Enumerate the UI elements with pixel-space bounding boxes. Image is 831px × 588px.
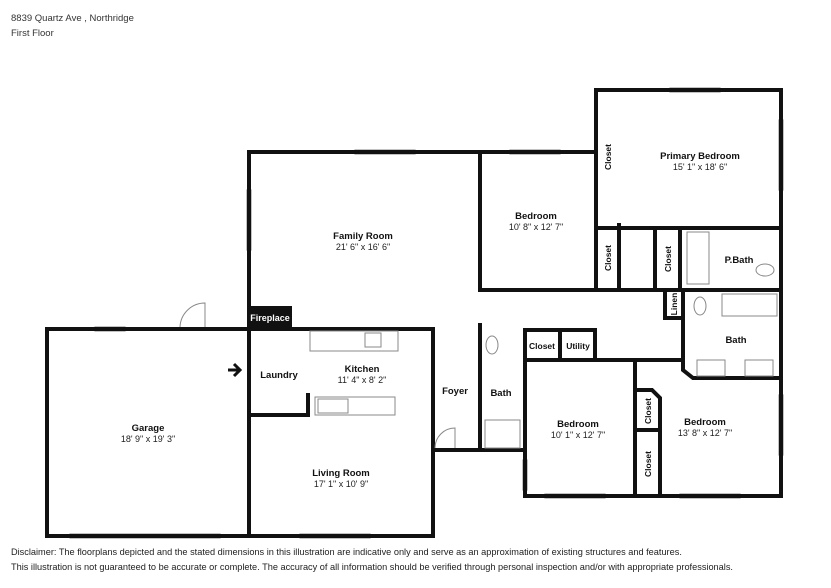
- closet-hall-label: Closet: [529, 341, 555, 351]
- primary-bedroom-name: Primary Bedroom: [660, 151, 740, 162]
- bath-right-label: Bath: [725, 335, 746, 346]
- shower-icon: [484, 419, 521, 449]
- disclaimer-line-1: Disclaimer: The floorplans depicted and …: [11, 547, 682, 557]
- bedroom-right-dims: 13' 8" x 12' 7": [678, 428, 732, 438]
- bathtub-icon: [686, 231, 710, 285]
- stove-icon: [317, 398, 349, 414]
- toilet-icon: [755, 263, 775, 277]
- kitchen-sink-icon: [364, 332, 382, 348]
- primary-bedroom-dims: 15' 1" x 18' 6": [673, 162, 727, 172]
- kitchen-name: Kitchen: [345, 364, 380, 375]
- door-swing: [179, 302, 206, 328]
- fireplace-label: Fireplace: [250, 313, 290, 323]
- p-bath-label: P.Bath: [725, 255, 754, 266]
- bedroom-mid-name: Bedroom: [557, 419, 599, 430]
- sink-icon: [696, 359, 726, 377]
- closet-pbath-label: Closet: [663, 246, 673, 272]
- closet-right-upper-label: Closet: [643, 398, 653, 424]
- floor-label: First Floor: [11, 28, 54, 39]
- garage-dims: 18' 9" x 19' 3": [121, 434, 175, 444]
- bedroom-mid-dims: 10' 1" x 12' 7": [551, 430, 605, 440]
- garage-name: Garage: [132, 423, 165, 434]
- bedroom-top-dims: 10' 8" x 12' 7": [509, 222, 563, 232]
- closet-primary-label: Closet: [603, 144, 613, 170]
- door-swing: [434, 427, 456, 449]
- walls: [45, 88, 783, 538]
- closet-bedroom-label: Closet: [603, 245, 613, 271]
- closet-right-lower-label: Closet: [643, 451, 653, 477]
- living-room-dims: 17' 1" x 10' 9": [314, 479, 368, 489]
- fireplace: [249, 306, 292, 327]
- utility-label: Utility: [566, 341, 590, 351]
- bath-small-label: Bath: [490, 388, 511, 399]
- family-room-dims: 21' 6" x 16' 6": [336, 242, 390, 252]
- kitchen-dims: 11' 4" x 8' 2": [338, 375, 387, 385]
- toilet-icon: [693, 296, 707, 316]
- laundry-label: Laundry: [260, 370, 298, 381]
- address: 8839 Quartz Ave , Northridge: [11, 13, 134, 24]
- bedroom-top-name: Bedroom: [515, 211, 557, 222]
- foyer-label: Foyer: [442, 386, 468, 397]
- sink-icon: [744, 359, 774, 377]
- entry-arrow-icon: [228, 362, 243, 378]
- bathtub-icon: [721, 293, 778, 317]
- family-room-name: Family Room: [333, 231, 393, 242]
- bedroom-right-name: Bedroom: [684, 417, 726, 428]
- living-room-name: Living Room: [312, 468, 370, 479]
- disclaimer-line-2: This illustration is not guaranteed to b…: [11, 562, 733, 572]
- fixtures: [179, 231, 778, 449]
- linen-label: Linen: [669, 293, 679, 316]
- toilet-icon: [485, 335, 499, 355]
